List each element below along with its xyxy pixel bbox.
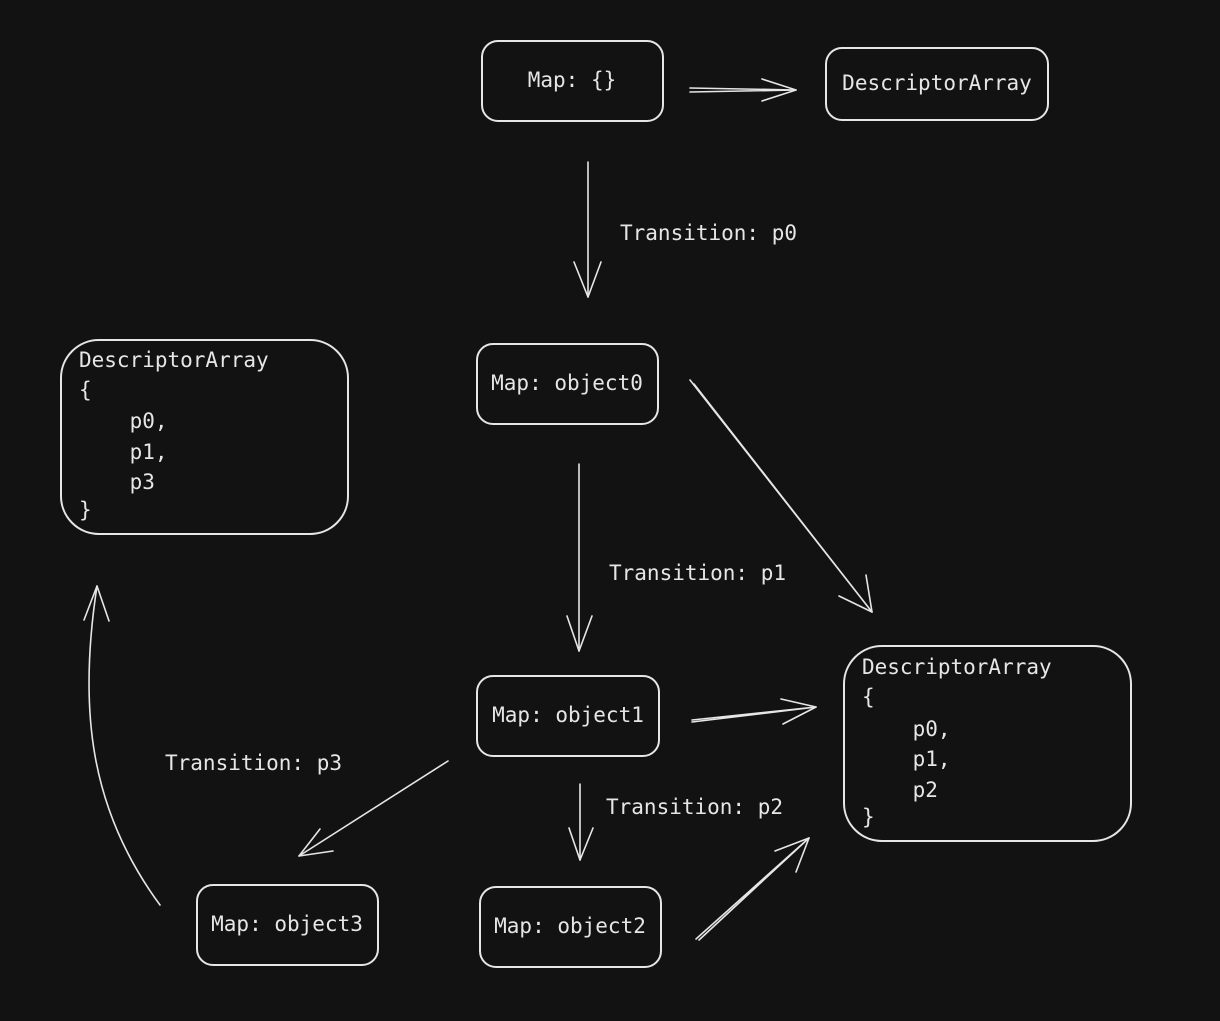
descriptor-p2-line: p0, <box>862 717 951 741</box>
node-descriptor-p0-p1-p3-box <box>60 339 349 535</box>
descriptor-p3-line: { <box>79 378 92 402</box>
descriptor-p2-line: p1, <box>862 747 951 771</box>
arrowhead-icon <box>298 828 334 857</box>
edge-object3-to-descriptor-p3-line <box>88 585 161 906</box>
edge-object0-to-descriptor-p2-line <box>689 379 873 613</box>
edge-transition-p0 <box>573 161 602 298</box>
edge-map-empty-to-descriptor <box>689 78 797 102</box>
edge-map-empty-to-descriptor-line <box>689 87 797 93</box>
descriptor-p3-line: } <box>79 498 92 522</box>
node-map-object0[interactable]: Map: object0 <box>476 343 659 425</box>
descriptor-p2-line: { <box>862 685 875 709</box>
edge-transition-p3-line <box>298 760 449 857</box>
edge-label-transition-p1: Transition: p1 <box>609 561 786 585</box>
descriptor-p2-line: DescriptorArray <box>862 655 1052 679</box>
edge-label-transition-p0: Transition: p0 <box>620 221 797 245</box>
node-descriptor-p0-p1-p2-box <box>843 645 1132 842</box>
node-map-object1-box <box>476 675 660 757</box>
edge-object2-to-descriptor-p2-line <box>695 837 810 941</box>
edge-transition-p1 <box>566 463 593 652</box>
edge-label-transition-p2: Transition: p2 <box>606 795 783 819</box>
node-map-object1-label: Map: object1 <box>492 703 644 727</box>
descriptor-p3-line: DescriptorArray <box>79 348 269 372</box>
descriptor-p2-line: p2 <box>862 778 938 802</box>
descriptor-p3-line: p1, <box>79 440 168 464</box>
edge-object3-to-descriptor-p3 <box>83 585 161 906</box>
edge-object0-to-descriptor-p2 <box>689 379 873 613</box>
node-map-object3-label: Map: object3 <box>211 912 363 936</box>
arrowhead-icon <box>761 78 797 102</box>
node-map-object2-label: Map: object2 <box>494 914 646 938</box>
node-map-object0-box <box>476 343 659 425</box>
descriptor-p3-line: p3 <box>79 470 155 494</box>
edge-transition-p2 <box>568 783 594 861</box>
arrowhead-icon <box>566 615 593 652</box>
node-descriptor-p0-p1-p2[interactable]: DescriptorArray { p0, p1, p2 } <box>843 645 1132 842</box>
edge-object1-to-descriptor-p2-line <box>691 706 817 723</box>
arrowhead-icon <box>568 827 594 861</box>
node-descriptor-empty-label: DescriptorArray <box>842 71 1032 95</box>
node-map-empty-label: Map: {} <box>528 68 617 92</box>
node-map-empty[interactable]: Map: {} <box>481 40 664 122</box>
node-map-object2-box <box>479 886 662 968</box>
descriptor-p3-line: p0, <box>79 409 168 433</box>
arrowhead-icon <box>780 698 817 725</box>
edge-object2-to-descriptor-p2 <box>695 837 810 941</box>
arrowhead-icon <box>573 261 602 298</box>
descriptor-p2-line: } <box>862 805 875 829</box>
node-map-object0-label: Map: object0 <box>491 371 643 395</box>
arrowhead-icon <box>838 574 873 613</box>
edge-transition-p3 <box>298 760 449 857</box>
node-map-object3[interactable]: Map: object3 <box>196 884 379 966</box>
node-map-object2[interactable]: Map: object2 <box>479 886 662 968</box>
arrowhead-icon <box>83 585 110 622</box>
node-map-empty-box <box>481 40 664 122</box>
arrowhead-icon <box>774 837 810 873</box>
node-descriptor-empty-box <box>825 47 1049 121</box>
node-descriptor-empty[interactable]: DescriptorArray <box>825 47 1049 121</box>
edge-object1-to-descriptor-p2 <box>691 698 817 725</box>
node-map-object1[interactable]: Map: object1 <box>476 675 660 757</box>
node-map-object3-box <box>196 884 379 966</box>
node-descriptor-p0-p1-p3[interactable]: DescriptorArray { p0, p1, p3 } <box>60 339 349 535</box>
edge-label-transition-p3: Transition: p3 <box>165 751 342 775</box>
